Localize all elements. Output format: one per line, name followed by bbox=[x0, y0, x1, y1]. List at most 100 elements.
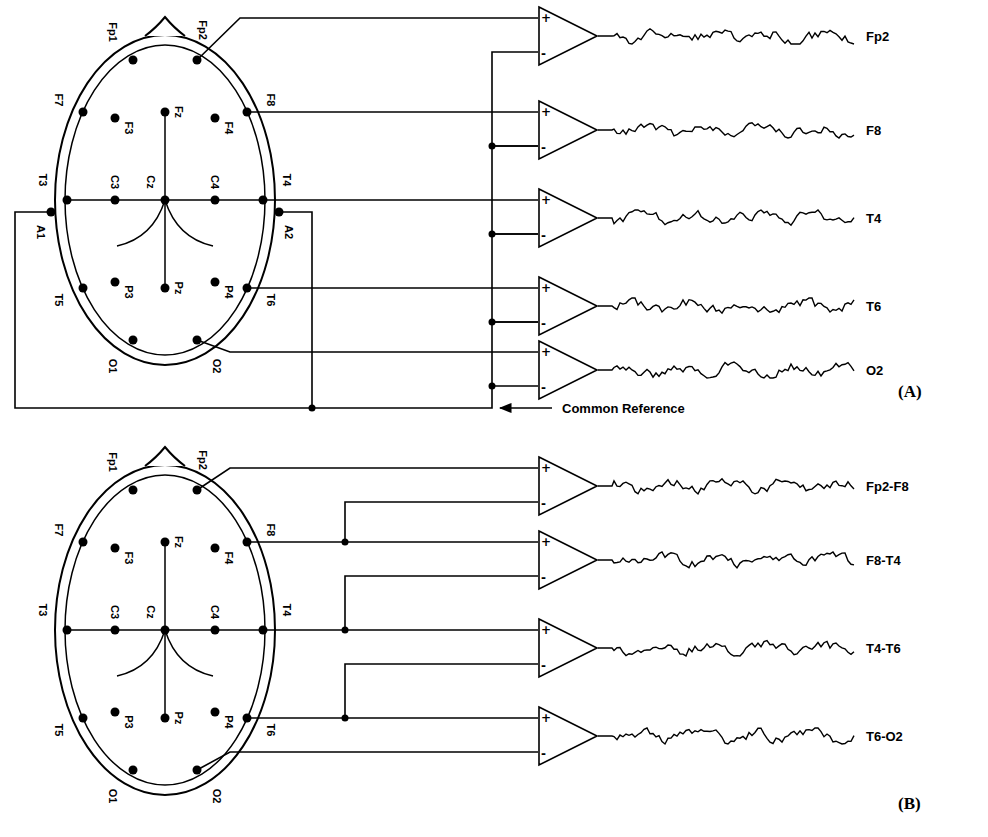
electrode-lead bbox=[263, 199, 538, 201]
electrode-label: T4 bbox=[281, 604, 293, 617]
electrode-dot bbox=[259, 196, 268, 205]
electrode-label: A2 bbox=[283, 225, 295, 239]
electrode-dot bbox=[161, 284, 170, 293]
eeg-trace bbox=[598, 641, 854, 656]
electrode-lead bbox=[197, 340, 538, 352]
electrode-label: C4 bbox=[209, 605, 221, 619]
channel-label: O2 bbox=[866, 363, 883, 378]
reference-bus bbox=[492, 322, 538, 386]
electrode-label: O2 bbox=[211, 789, 223, 804]
reference-bus bbox=[492, 52, 538, 146]
electrode-label: T5 bbox=[53, 294, 65, 307]
electrode-lead bbox=[247, 287, 538, 289]
eeg-trace bbox=[598, 728, 854, 744]
amplifier: +- bbox=[538, 706, 598, 766]
electrode-dot bbox=[211, 278, 220, 287]
input-sign: - bbox=[541, 497, 546, 511]
amplifier: +- bbox=[538, 340, 598, 400]
electrode-dot bbox=[211, 708, 220, 717]
input-sign: + bbox=[541, 345, 551, 359]
input-sign: - bbox=[541, 317, 546, 331]
bipolar-link bbox=[345, 664, 538, 718]
electrode-label: F4 bbox=[223, 552, 235, 565]
amplifier: +- bbox=[538, 6, 598, 66]
electrode-label: Fz bbox=[173, 106, 185, 118]
electrode-label: F4 bbox=[223, 122, 235, 135]
amplifier: +- bbox=[538, 530, 598, 590]
eeg-trace bbox=[598, 552, 854, 568]
electrode-dot bbox=[47, 208, 56, 217]
junction-dots bbox=[309, 143, 496, 722]
eeg-trace bbox=[598, 123, 854, 138]
junction-dot bbox=[342, 627, 349, 634]
electrode-label: P3 bbox=[123, 715, 135, 728]
junction-dot bbox=[342, 715, 349, 722]
channel-label: T4 bbox=[866, 211, 881, 226]
electrode-lead bbox=[247, 717, 345, 719]
reference-bus bbox=[492, 234, 538, 322]
junction-dot bbox=[489, 383, 496, 390]
input-sign: + bbox=[541, 193, 551, 207]
head-outline bbox=[55, 447, 275, 795]
electrode-label: C3 bbox=[109, 175, 121, 189]
electrode-dot bbox=[211, 114, 220, 123]
electrode-label: O1 bbox=[107, 789, 119, 804]
electrode-dots bbox=[47, 56, 284, 775]
electrode-label: T6 bbox=[265, 294, 277, 307]
input-sign: + bbox=[541, 535, 551, 549]
electrode-dot bbox=[211, 626, 220, 635]
electrode-lead bbox=[197, 18, 538, 60]
channel-label: F8-T4 bbox=[866, 553, 901, 568]
electrode-label: P3 bbox=[123, 285, 135, 298]
channel-label: Fp2 bbox=[866, 29, 889, 44]
input-sign: + bbox=[541, 623, 551, 637]
electrode-label: O1 bbox=[107, 359, 119, 374]
electrode-dot bbox=[129, 336, 138, 345]
electrode-label: Cz bbox=[145, 605, 157, 618]
electrode-lead bbox=[197, 468, 538, 490]
input-sign: + bbox=[541, 461, 551, 475]
channel-label: T6-O2 bbox=[866, 729, 903, 744]
eeg-trace bbox=[598, 298, 854, 313]
electrode-dot bbox=[79, 714, 88, 723]
electrode-dot bbox=[161, 108, 170, 117]
electrode-label: Pz bbox=[173, 712, 185, 725]
electrode-label: C4 bbox=[209, 175, 221, 189]
electrode-dot bbox=[193, 766, 202, 775]
junction-dot bbox=[489, 319, 496, 326]
eeg-trace bbox=[598, 210, 854, 225]
eeg-trace bbox=[598, 362, 854, 378]
junction-dot bbox=[309, 405, 316, 412]
electrode-dot bbox=[63, 626, 72, 635]
electrode-label: P4 bbox=[223, 285, 235, 298]
channel-label: Fp2-F8 bbox=[866, 479, 909, 494]
electrode-label: F8 bbox=[265, 524, 277, 537]
electrode-label: F3 bbox=[123, 552, 135, 565]
electrode-dot bbox=[63, 196, 72, 205]
electrode-dot bbox=[111, 626, 120, 635]
electrode-dot bbox=[211, 196, 220, 205]
electrode-lead bbox=[263, 629, 345, 631]
electrode-label: Fz bbox=[173, 536, 185, 548]
input-sign: - bbox=[541, 747, 546, 761]
electrode-dot bbox=[161, 714, 170, 723]
bipolar-link bbox=[345, 576, 538, 630]
electrode-dot bbox=[275, 208, 284, 217]
input-sign: + bbox=[541, 105, 551, 119]
electrode-label: F3 bbox=[123, 122, 135, 135]
input-sign: + bbox=[541, 11, 551, 25]
electrode-label: T5 bbox=[53, 724, 65, 737]
bipolar-link bbox=[345, 502, 538, 542]
input-sign: - bbox=[541, 659, 546, 673]
electrode-label: P4 bbox=[223, 715, 235, 728]
electrode-lead bbox=[197, 752, 538, 770]
panel-label: (A) bbox=[898, 382, 922, 402]
electrode-label: Fp1 bbox=[107, 22, 119, 42]
electrode-dot bbox=[243, 284, 252, 293]
input-sign: - bbox=[541, 229, 546, 243]
electrode-dot bbox=[243, 108, 252, 117]
electrode-dot bbox=[79, 108, 88, 117]
electrode-label: F8 bbox=[265, 94, 277, 107]
